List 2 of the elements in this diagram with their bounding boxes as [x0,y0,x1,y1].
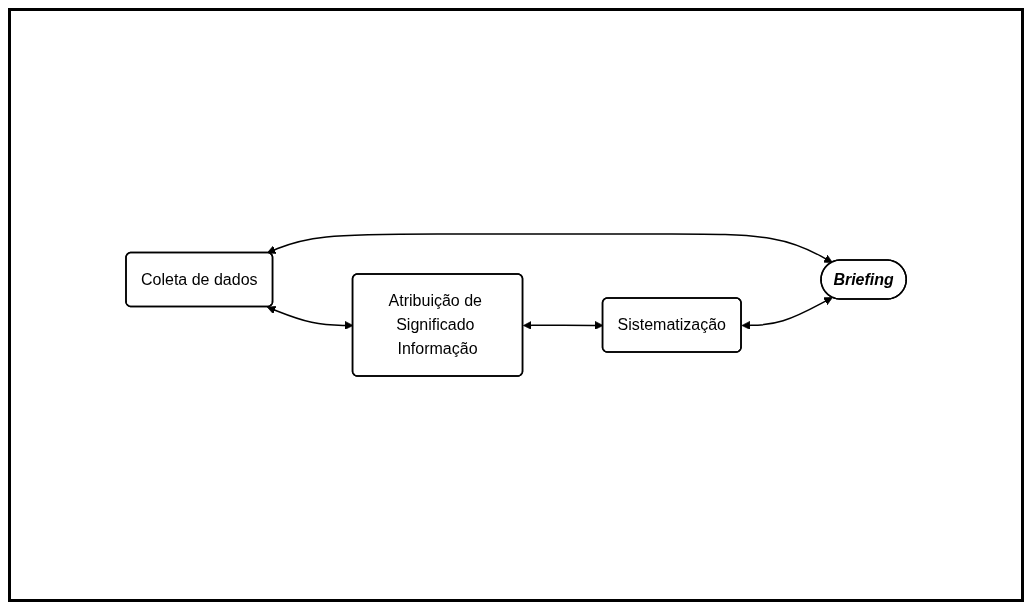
arrow [741,297,833,330]
arrow [266,233,833,263]
